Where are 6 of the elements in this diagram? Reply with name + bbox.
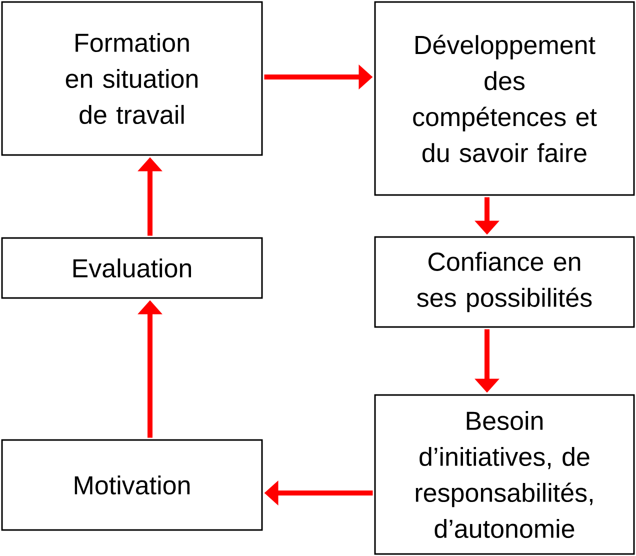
process-box: Besoin d’initiatives, de responsabilités, d’autonomie — [374, 394, 635, 555]
process-box: Evaluation — [1, 237, 263, 299]
process-box: Formation en situation de travail — [1, 1, 263, 156]
process-box: Développement des compétences et du savoir faire — [374, 1, 635, 196]
process-box: Confiance en ses possibilités — [374, 236, 635, 328]
process-box: Motivation — [1, 439, 263, 531]
